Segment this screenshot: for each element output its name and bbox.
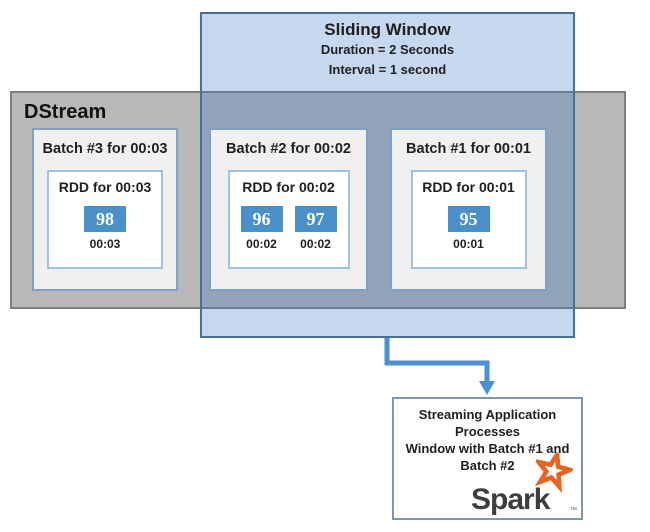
rdd-cell-value: 96 — [240, 206, 283, 232]
rdd-cell-group: 96 00:02 — [240, 206, 283, 251]
output-text-line: Streaming Application — [418, 407, 557, 422]
rdd-title-0003: RDD for 00:03 — [58, 179, 152, 195]
output-text-line: Processes — [454, 424, 521, 439]
sliding-window-duration: Duration = 2 Seconds — [320, 42, 455, 57]
rdd-cells: 98 00:03 — [84, 206, 126, 251]
rdd-cell-value: 95 — [447, 206, 490, 232]
rdd-cell-group: 97 00:02 — [294, 206, 337, 251]
spark-logo: Spark ™ — [471, 447, 577, 516]
rdd-box-0003: RDD for 00:03 98 00:03 — [47, 170, 163, 269]
batch-1-box: Batch #1 for 00:01 RDD for 00:01 95 00:0… — [390, 128, 547, 291]
rdd-box-0001: RDD for 00:01 95 00:01 — [410, 170, 527, 269]
rdd-cell-group: 98 00:03 — [84, 206, 126, 251]
rdd-cell-time: 00:01 — [453, 237, 484, 251]
batch-3-title: Batch #3 for 00:03 — [42, 141, 168, 157]
rdd-cell-group: 95 00:01 — [447, 206, 490, 251]
spark-wordmark: Spark — [471, 483, 550, 516]
batch-3-box: Batch #3 for 00:03 RDD for 00:03 98 00:0… — [32, 128, 178, 291]
spark-star-icon — [532, 447, 577, 494]
rdd-cell-time: 00:02 — [300, 237, 331, 251]
rdd-cell-value: 98 — [84, 206, 126, 232]
rdd-cells: 96 00:02 97 00:02 — [240, 206, 337, 251]
output-text-line: Window with Batch #1 and — [405, 441, 570, 456]
batch-2-box: Batch #2 for 00:02 RDD for 00:02 96 00:0… — [209, 128, 368, 291]
rdd-title-0001: RDD for 00:01 — [422, 179, 515, 195]
rdd-cell-time: 00:03 — [89, 237, 121, 251]
output-text-line: Batch #2 — [460, 458, 515, 473]
rdd-box-0002: RDD for 00:02 96 00:02 97 00:02 — [227, 170, 350, 269]
batch-1-title: Batch #1 for 00:01 — [406, 141, 531, 157]
rdd-title-0002: RDD for 00:02 — [242, 179, 335, 195]
batch-2-title: Batch #2 for 00:02 — [226, 141, 351, 157]
rdd-cells: 95 00:01 — [447, 206, 490, 251]
rdd-cell-time: 00:02 — [246, 237, 277, 251]
dstream-label: DStream — [24, 101, 107, 123]
sliding-window-title: Sliding Window — [324, 20, 451, 39]
rdd-cell-value: 97 — [294, 206, 337, 232]
streaming-application-box: Streaming Application Processes Window w… — [392, 397, 583, 520]
sliding-window-interval: Interval = 1 second — [328, 62, 447, 77]
spark-trademark: ™ — [570, 507, 577, 514]
